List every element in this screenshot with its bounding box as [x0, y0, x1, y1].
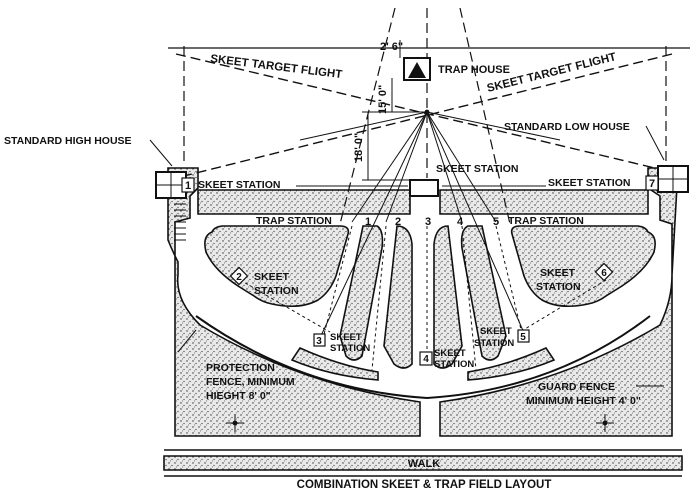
trap-3-number: 3: [425, 216, 431, 228]
center-station-box: [409, 179, 439, 197]
protection-fence-line3: HIEGHT 8' 0": [206, 390, 271, 402]
skeet-3-label-line1: SKEET: [330, 332, 362, 343]
skeet-station-left-label: SKEET STATION: [198, 179, 280, 191]
grass-wedge-2: [383, 225, 413, 369]
grass-left-outer: [167, 167, 421, 437]
grass-lower-right: [467, 346, 556, 381]
dim-2-6-label: 2' 6": [380, 41, 403, 53]
trap-2-number: 2: [395, 216, 401, 228]
grass-wedge-4: [460, 225, 507, 361]
grass-wedge-3: [433, 225, 463, 369]
skeet-station-right-label: SKEET STATION: [548, 177, 630, 189]
trap-4-number: 4: [457, 216, 464, 228]
trap-1-number: 1: [365, 216, 371, 228]
field-grass-areas: [163, 167, 683, 471]
station-4-number: 4: [423, 354, 429, 365]
trap-numbers: 1 2 3 4 5: [365, 216, 499, 228]
skeet-2-label-line1: SKEET: [254, 271, 290, 283]
trap-station-left-label: TRAP STATION: [256, 215, 332, 227]
protection-fence-arc: [195, 315, 651, 400]
dim-15-label: 15' 0": [377, 85, 389, 114]
skeet-6-label-line1: SKEET: [540, 267, 576, 279]
trap-station-right-label: TRAP STATION: [508, 215, 584, 227]
guard-fence-line1: GUARD FENCE: [538, 381, 615, 393]
station-1-number: 1: [185, 180, 191, 192]
grass-wedge-1: [339, 225, 384, 361]
station-2-number: 2: [236, 272, 242, 283]
high-house-label: STANDARD HIGH HOUSE: [4, 135, 132, 147]
skeet-6-label-line2: STATION: [536, 281, 581, 293]
grass-island-left: [204, 225, 350, 308]
skeet-3-label-line2: STATION: [330, 343, 370, 354]
station-markers: 1 2 3 4 5 6 7: [181, 175, 659, 366]
dim-18-label: 18' 0": [353, 133, 365, 162]
diagram-caption: COMBINATION SKEET & TRAP FIELD LAYOUT: [297, 479, 552, 491]
trap-house-icon: [408, 62, 426, 78]
low-house-label: STANDARD LOW HOUSE: [504, 121, 630, 133]
skeet-2-label-line2: STATION: [254, 285, 299, 297]
trap-fan-right: [459, 7, 511, 225]
grass-island-right: [510, 225, 656, 308]
protection-fence-line2: FENCE, MINIMUM: [206, 376, 295, 388]
grass-top-left: [197, 189, 411, 215]
skeet-4-label-line2: STATION: [434, 359, 474, 370]
station-3-number: 3: [316, 336, 322, 347]
grass-lower-left: [290, 346, 379, 381]
skeet-5-label-line1: SKEET: [480, 326, 512, 337]
guard-fence-line2: MINIMUM HEIGHT 4' 0": [526, 395, 641, 407]
trap-house-label: TRAP HOUSE: [438, 64, 510, 76]
houses: [155, 57, 689, 199]
protection-fence-line1: PROTECTION: [206, 362, 275, 374]
target-flight-label-left: SKEET TARGET FLIGHT: [210, 53, 343, 81]
station-6-number: 6: [601, 268, 607, 279]
grass-top-right: [439, 189, 649, 215]
field-lines: [149, 7, 690, 477]
walk-label: WALK: [408, 458, 440, 470]
skeet-station-center-label: SKEET STATION: [436, 163, 518, 175]
grass-right-outer: [439, 167, 679, 437]
skeet-4-label-line1: SKEET: [434, 348, 466, 359]
trap-5-number: 5: [493, 216, 499, 228]
skeet-5-label-line2: STATION: [474, 338, 514, 349]
station-7-number: 7: [649, 178, 655, 190]
grass-walk-strip: [163, 455, 683, 471]
station-5-number: 5: [520, 332, 526, 343]
